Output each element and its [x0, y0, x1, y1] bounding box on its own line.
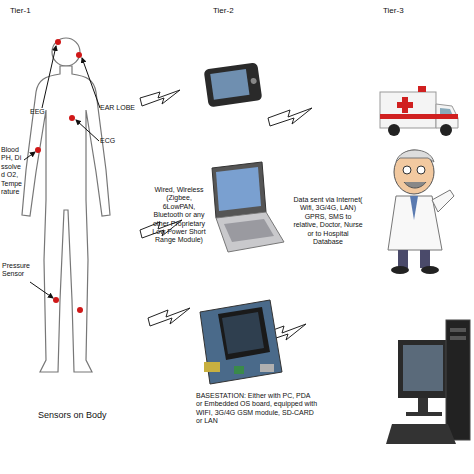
tier-heading: Tier-1 — [10, 6, 50, 16]
label-text: Wired, Wireless (Zigbee, 6LowPAN, Blueto… — [150, 186, 208, 245]
leader-lines — [24, 46, 100, 298]
label-text: Sensors on Body — [38, 410, 128, 421]
label-text: Pressure Sensor — [2, 262, 36, 279]
label-text: ECG — [100, 137, 124, 145]
basestation-board — [200, 300, 282, 384]
label-text: BASESTATION: Either with PC, PDA or Embe… — [196, 392, 318, 426]
tier-heading: Tier-3 — [383, 6, 423, 16]
desktop-computer — [386, 320, 470, 444]
tier-heading: Tier-2 — [213, 6, 253, 16]
label-text: Blood PH, Dissolved O2, Temperature — [1, 146, 23, 196]
label-text: EEG — [30, 108, 54, 116]
label-text: EAR LOBE — [100, 104, 140, 112]
ambulance — [380, 86, 458, 136]
laptop — [212, 162, 284, 252]
body-figure — [22, 38, 110, 372]
sensor-dots — [35, 39, 83, 313]
pda-device — [204, 62, 263, 107]
wireless-bolts — [140, 90, 312, 342]
doctor — [388, 150, 454, 274]
label-text: Data sent via Internet( Wifi, 3G/4G, LAN… — [292, 196, 364, 246]
